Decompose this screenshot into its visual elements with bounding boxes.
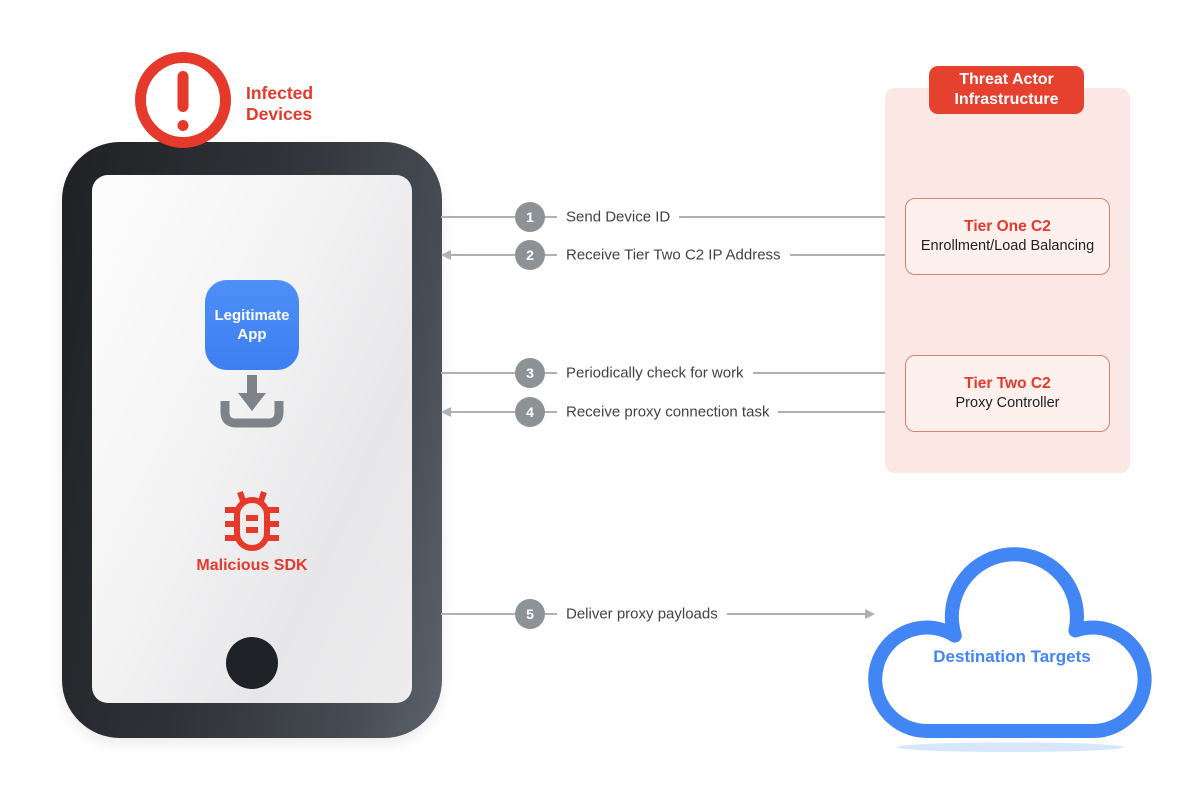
legitimate-app-label: Legitimate App bbox=[214, 307, 290, 343]
warning-icon bbox=[135, 52, 231, 148]
infected-phone: Legitimate App bbox=[62, 142, 442, 738]
tier-two-c2-box: Tier Two C2 Proxy Controller bbox=[905, 355, 1110, 432]
arrowhead-right-icon bbox=[865, 609, 875, 619]
step-badge-4: 4 bbox=[515, 397, 545, 427]
threat-actor-panel: Tier One C2 Enrollment/Load Balancing Ti… bbox=[885, 88, 1130, 473]
download-icon bbox=[220, 373, 284, 434]
arrow-label-3: Periodically check for work bbox=[557, 364, 753, 382]
tier-two-title: Tier Two C2 bbox=[964, 375, 1051, 392]
infected-devices-label: Infected Devices bbox=[246, 83, 314, 124]
step-badge-2: 2 bbox=[515, 240, 545, 270]
step-badge-5: 5 bbox=[515, 599, 545, 629]
arrow-receive-tier-two-ip: 2 Receive Tier Two C2 IP Address bbox=[441, 240, 905, 270]
arrow-send-device-id: 1 Send Device ID bbox=[441, 202, 903, 232]
threat-actor-header: Threat Actor Infrastructure bbox=[929, 66, 1084, 114]
tier-one-subtitle: Enrollment/Load Balancing bbox=[920, 238, 1095, 254]
arrow-label-5: Deliver proxy payloads bbox=[557, 605, 727, 623]
legitimate-app-tile: Legitimate App bbox=[205, 280, 299, 370]
step-badge-3: 3 bbox=[515, 358, 545, 388]
arrow-label-4: Receive proxy connection task bbox=[557, 403, 779, 421]
tier-two-subtitle: Proxy Controller bbox=[955, 395, 1060, 411]
arrowhead-left-icon bbox=[441, 250, 451, 260]
phone-screen: Legitimate App bbox=[92, 175, 412, 703]
arrow-check-for-work: 3 Periodically check for work bbox=[441, 358, 903, 388]
tier-one-title: Tier One C2 bbox=[964, 218, 1051, 235]
arrow-receive-proxy-task: 4 Receive proxy connection task bbox=[441, 397, 905, 427]
bug-icon bbox=[224, 491, 280, 560]
home-button bbox=[226, 637, 278, 689]
malicious-sdk-label: Malicious SDK bbox=[196, 557, 308, 574]
arrow-label-1: Send Device ID bbox=[557, 208, 680, 226]
tier-one-c2-box: Tier One C2 Enrollment/Load Balancing bbox=[905, 198, 1110, 275]
arrow-deliver-payloads: 5 Deliver proxy payloads bbox=[441, 599, 875, 629]
step-badge-1: 1 bbox=[515, 202, 545, 232]
arrow-label-2: Receive Tier Two C2 IP Address bbox=[557, 246, 790, 264]
arrowhead-left-icon bbox=[441, 407, 451, 417]
cloud-icon bbox=[858, 528, 1160, 755]
destination-targets-label: Destination Targets bbox=[933, 647, 1091, 666]
